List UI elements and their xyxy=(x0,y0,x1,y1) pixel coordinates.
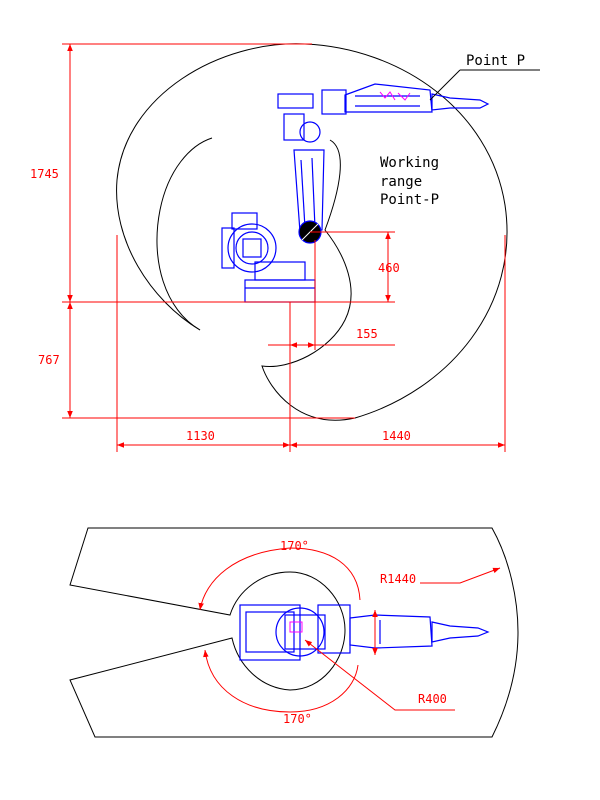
top-dimension-lines xyxy=(198,547,501,713)
dim-height-lower: 767 xyxy=(38,353,60,367)
side-envelope xyxy=(116,43,508,421)
dim-shoulder-height: 460 xyxy=(378,261,400,275)
robot-top-drawing xyxy=(239,604,490,661)
working-range-line-3: Point-P xyxy=(380,192,439,208)
top-envelope xyxy=(69,527,519,738)
angle-bottom-label: 170° xyxy=(283,712,312,726)
arc-170-bottom xyxy=(203,649,359,713)
dim-reach-back: 1130 xyxy=(186,429,215,443)
robot-side-drawing xyxy=(221,83,490,303)
dim-shoulder-offset: 155 xyxy=(356,327,378,341)
working-range-line-2: range xyxy=(380,174,422,190)
side-dimension-lines xyxy=(62,43,506,452)
r1440-leader xyxy=(420,567,501,584)
dim-height-upper: 1745 xyxy=(30,167,59,181)
robot-top-accent xyxy=(289,621,303,633)
top-envelope-outline xyxy=(69,527,519,738)
angle-top-label: 170° xyxy=(280,539,309,553)
radius-inner-label: R400 xyxy=(418,692,447,706)
r400-leader xyxy=(304,639,455,711)
radius-outer-label: R1440 xyxy=(380,572,416,586)
dim-reach-front: 1440 xyxy=(382,429,411,443)
point-p-label: Point P xyxy=(466,53,525,69)
envelope-inner-arc xyxy=(156,137,213,331)
top-view: 170° 170° R1440 R400 xyxy=(69,527,519,738)
side-view: Point P Working range Point-P 1745 767 4… xyxy=(30,43,540,452)
point-p-leader xyxy=(429,69,540,101)
working-range-line-1: Working xyxy=(380,155,439,171)
envelope-outer-arc xyxy=(116,43,508,421)
robot-accent-marks xyxy=(379,91,411,101)
arc-170-top xyxy=(198,547,361,611)
